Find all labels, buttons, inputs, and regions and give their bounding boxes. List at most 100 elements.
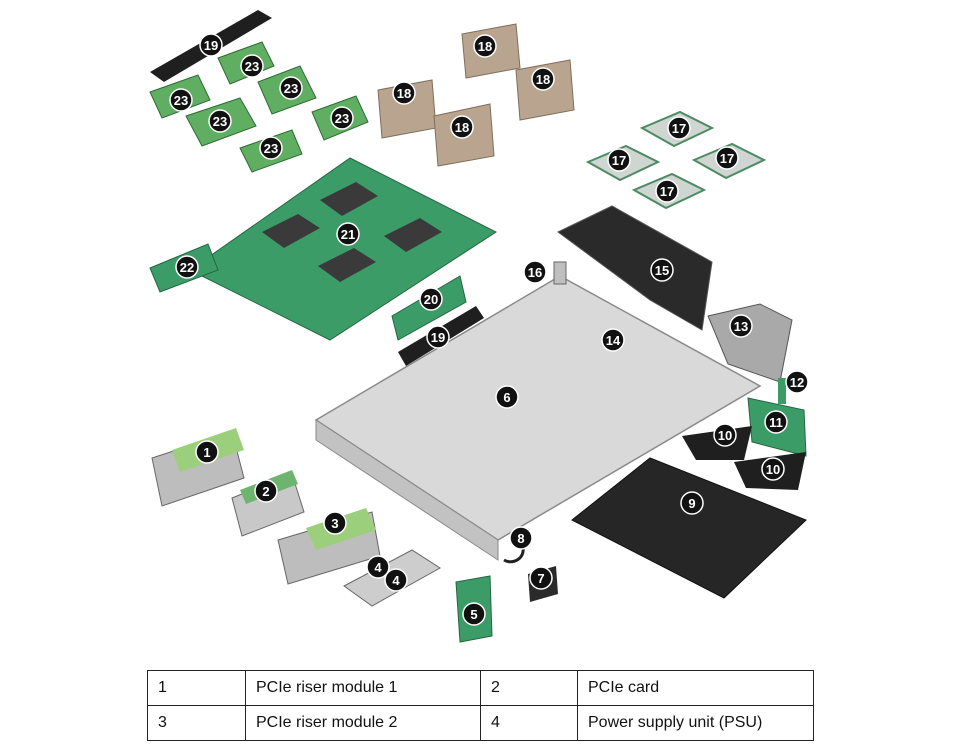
callout-circle xyxy=(254,479,278,503)
callout-15: 15 xyxy=(650,258,674,282)
callout-number: 5 xyxy=(470,607,477,622)
callout-number: 23 xyxy=(284,81,298,96)
callout-number: 9 xyxy=(688,496,695,511)
callout-18: 18 xyxy=(473,34,497,58)
legend-label: PCIe card xyxy=(577,670,814,706)
callout-circle xyxy=(729,314,753,338)
callout-circle xyxy=(607,148,631,172)
callout-number: 16 xyxy=(528,265,542,280)
heatsinks xyxy=(377,23,575,167)
callout-circle xyxy=(509,526,533,550)
callout-number: 21 xyxy=(341,227,355,242)
callout-number: 17 xyxy=(612,153,626,168)
callout-4: 4 xyxy=(366,555,390,579)
top-cover-frame xyxy=(571,457,807,599)
callout-23: 23 xyxy=(330,106,354,130)
callout-16: 16 xyxy=(523,260,547,284)
callout-circle xyxy=(761,457,785,481)
callout-23: 23 xyxy=(259,136,283,160)
callout-circle xyxy=(240,54,264,78)
callout-circle xyxy=(785,370,809,394)
callout-circle xyxy=(764,410,788,434)
callout-circle xyxy=(529,566,553,590)
callout-number: 23 xyxy=(335,111,349,126)
callout-number: 3 xyxy=(331,516,338,531)
callout-circle xyxy=(259,136,283,160)
callout-17: 17 xyxy=(667,116,691,140)
callout-17: 17 xyxy=(715,146,739,170)
callout-10: 10 xyxy=(713,423,737,447)
callout-3: 3 xyxy=(323,511,347,535)
callout-number: 23 xyxy=(264,141,278,156)
callout-circle xyxy=(667,116,691,140)
callout-number: 1 xyxy=(203,445,210,460)
callout-number: 17 xyxy=(720,151,734,166)
callout-number: 8 xyxy=(517,531,524,546)
callout-number: 17 xyxy=(672,121,686,136)
callout-number: 13 xyxy=(734,319,748,334)
callout-number: 18 xyxy=(397,86,411,101)
callout-21: 21 xyxy=(336,222,360,246)
callout-circle xyxy=(323,511,347,535)
callout-number: 11 xyxy=(769,415,783,430)
callout-number: 10 xyxy=(766,462,780,477)
callout-18: 18 xyxy=(450,115,474,139)
callout-number: 18 xyxy=(536,72,550,87)
legend-number: 4 xyxy=(480,705,578,741)
callout-circle xyxy=(715,146,739,170)
callout-circle xyxy=(366,555,390,579)
legend-row: 3 PCIe riser module 2 4 Power supply uni… xyxy=(147,705,814,741)
callout-number: 14 xyxy=(606,333,621,348)
callout-17: 17 xyxy=(655,179,679,203)
callout-13: 13 xyxy=(729,314,753,338)
callout-circle xyxy=(655,179,679,203)
callout-number: 17 xyxy=(660,184,674,199)
callout-19: 19 xyxy=(199,33,223,57)
callout-circle xyxy=(199,33,223,57)
callout-number: 15 xyxy=(655,263,669,278)
callout-circle xyxy=(195,440,219,464)
callout-circle xyxy=(473,34,497,58)
mainboard-sockets xyxy=(262,182,442,282)
legend-row: 1 PCIe riser module 1 2 PCIe card xyxy=(147,670,814,706)
callout-number: 22 xyxy=(180,260,194,275)
callout-circle xyxy=(495,385,519,409)
fans xyxy=(557,205,713,331)
callout-circle xyxy=(208,109,232,133)
legend-table: 1 PCIe riser module 1 2 PCIe card 3 PCIe… xyxy=(147,670,814,741)
callout-14: 14 xyxy=(601,328,625,352)
callout-23: 23 xyxy=(279,76,303,100)
callout-number: 7 xyxy=(537,571,544,586)
callout-23: 23 xyxy=(240,54,264,78)
callout-circle xyxy=(175,255,199,279)
callout-number: 4 xyxy=(392,573,400,588)
callout-8: 8 xyxy=(509,526,533,550)
callout-number: 23 xyxy=(213,114,227,129)
callout-circle xyxy=(419,287,443,311)
callout-circle xyxy=(384,568,408,592)
mainboard xyxy=(189,157,497,341)
callout-circle xyxy=(523,260,547,284)
callout-number: 12 xyxy=(790,375,804,390)
callout-2: 2 xyxy=(254,479,278,503)
component-12 xyxy=(778,378,786,404)
callout-number: 6 xyxy=(503,390,510,405)
callout-circle xyxy=(601,328,625,352)
callout-circle xyxy=(392,81,416,105)
callout-circle xyxy=(462,602,486,626)
callout-circle xyxy=(426,325,450,349)
callout-11: 11 xyxy=(764,410,788,434)
callout-18: 18 xyxy=(392,81,416,105)
callout-number: 20 xyxy=(424,292,438,307)
callout-19: 19 xyxy=(426,325,450,349)
callout-circle xyxy=(713,423,737,447)
drive-cage xyxy=(707,303,793,383)
callout-circle xyxy=(330,106,354,130)
callout-number: 18 xyxy=(478,39,492,54)
callout-number: 19 xyxy=(204,38,218,53)
legend-label: Power supply unit (PSU) xyxy=(577,705,814,741)
legend-number: 3 xyxy=(147,705,246,741)
callout-circle xyxy=(531,67,555,91)
callout-9: 9 xyxy=(680,491,704,515)
